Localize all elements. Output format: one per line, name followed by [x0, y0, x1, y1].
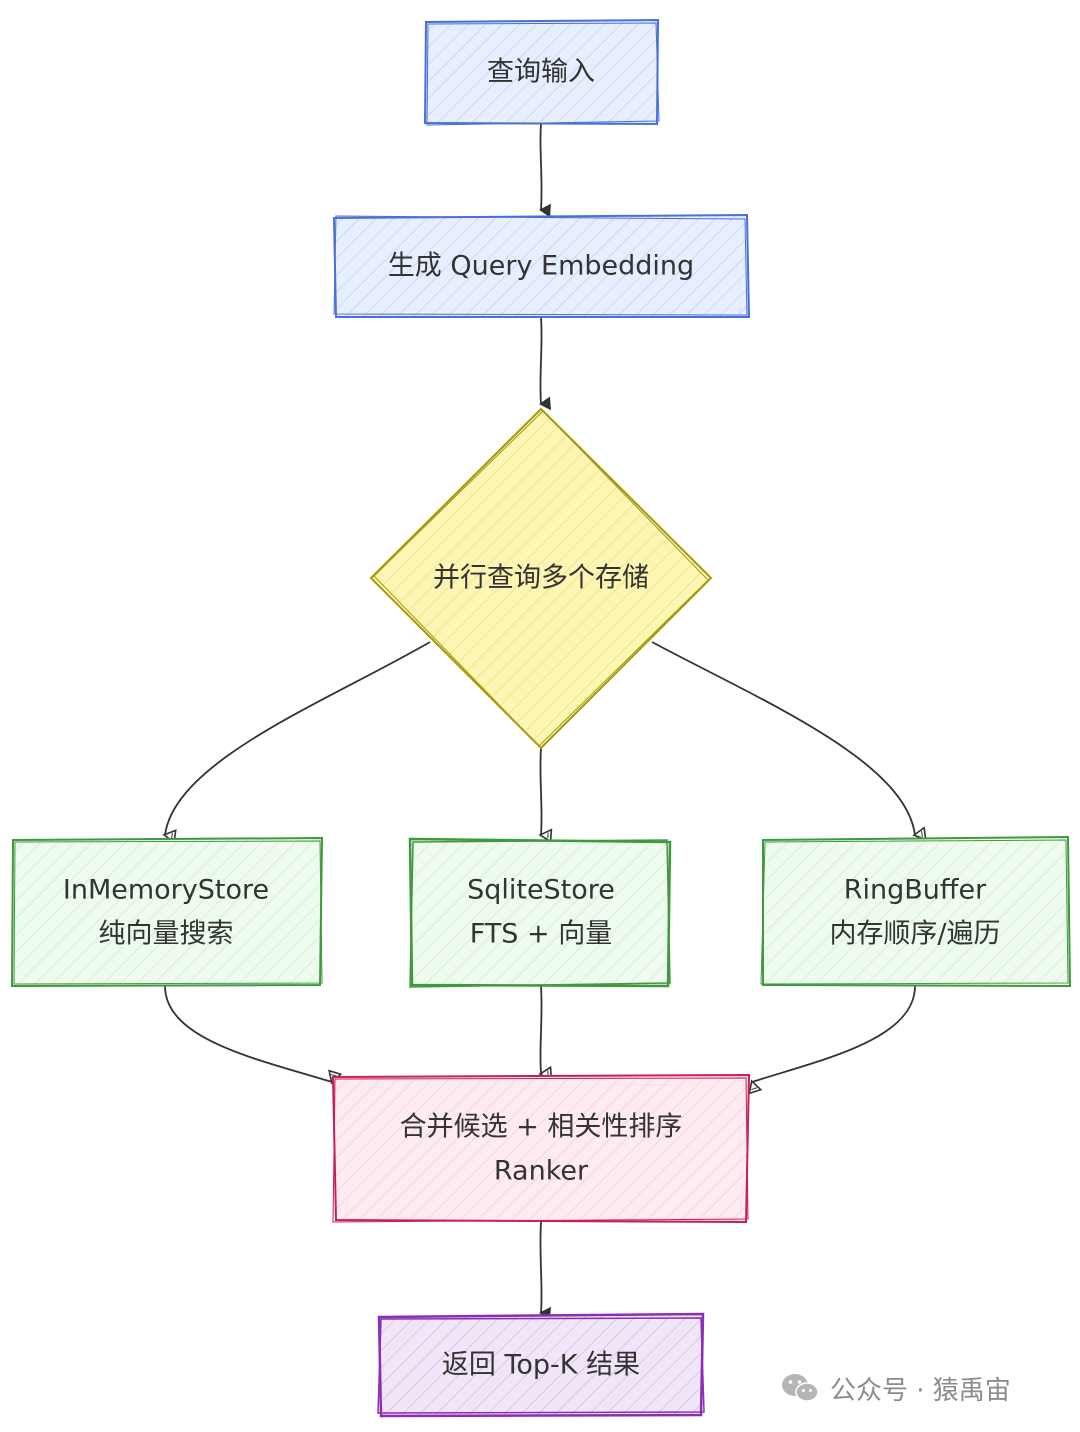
node-sqlite-store: SqliteStore FTS + 向量	[408, 837, 672, 988]
node-query-input-label: 查询输入	[487, 57, 595, 88]
node-inmemory-store: InMemoryStore 纯向量搜索	[10, 836, 324, 988]
node-query-input: 查询输入	[423, 18, 660, 126]
node-result-label: 返回 Top-K 结果	[442, 1350, 640, 1381]
node-generate-embedding: 生成 Query Embedding	[332, 213, 751, 318]
node-result: 返回 Top-K 结果	[377, 1312, 705, 1418]
watermark-text: 公众号 · 猿禹宙	[830, 1375, 1011, 1406]
edge-parallel-to-inmemory	[162, 641, 431, 844]
edge-ranker-to-result	[539, 1221, 551, 1321]
node-sqlite-store-line2: FTS + 向量	[470, 919, 612, 950]
edge-inmemory-to-ranker	[164, 985, 343, 1085]
watermark: 公众号 · 猿禹宙	[780, 1366, 1011, 1410]
edge-sqlite-to-ranker	[538, 985, 553, 1081]
node-ring-buffer: RingBuffer 内存顺序/遍历	[760, 835, 1072, 988]
edge-input-to-embedding	[539, 123, 551, 218]
node-ranker: 合并候选 + 相关性排序 Ranker	[331, 1073, 751, 1224]
edge-embedding-to-parallel	[539, 317, 551, 411]
edge-ringbuffer-to-ranker	[748, 985, 916, 1095]
node-ring-buffer-line1: RingBuffer	[844, 875, 987, 906]
node-parallel-query: 并行查询多个存储	[369, 407, 713, 750]
node-sqlite-store-line1: SqliteStore	[467, 875, 615, 906]
node-inmemory-store-line1: InMemoryStore	[63, 875, 269, 906]
wechat-icon	[782, 1374, 819, 1402]
edge-parallel-to-sqlite	[538, 747, 553, 844]
node-ring-buffer-line2: 内存顺序/遍历	[829, 919, 1000, 950]
node-inmemory-store-line2: 纯向量搜索	[99, 919, 234, 950]
node-generate-embedding-label: 生成 Query Embedding	[388, 251, 694, 282]
edge-parallel-to-ringbuffer	[651, 641, 927, 841]
node-ranker-line1: 合并候选 + 相关性排序	[400, 1112, 683, 1143]
node-ranker-line2: Ranker	[494, 1156, 589, 1187]
node-parallel-query-label: 并行查询多个存储	[433, 563, 649, 594]
edges	[162, 123, 927, 1321]
